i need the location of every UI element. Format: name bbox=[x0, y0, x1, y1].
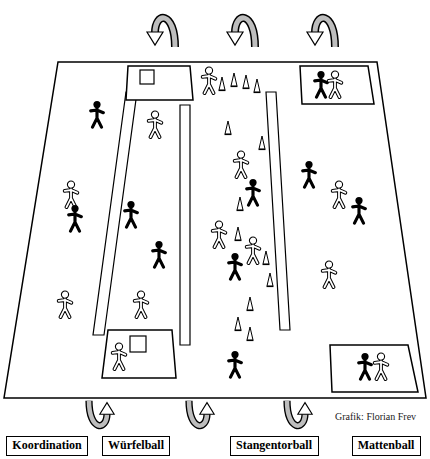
player bbox=[149, 111, 162, 137]
cone bbox=[219, 77, 226, 91]
players bbox=[59, 67, 388, 379]
player bbox=[69, 205, 82, 231]
rotation-arrow bbox=[189, 401, 214, 426]
cone bbox=[225, 121, 232, 135]
player bbox=[135, 291, 148, 317]
rotation-arrow bbox=[307, 18, 335, 47]
cone bbox=[263, 251, 270, 265]
cones bbox=[219, 73, 274, 341]
player bbox=[315, 71, 328, 97]
dice-box bbox=[130, 336, 146, 352]
rotation-arrow bbox=[287, 401, 312, 426]
player bbox=[153, 241, 166, 267]
player bbox=[91, 101, 104, 127]
station-box: Koordination bbox=[6, 436, 88, 456]
cone bbox=[267, 273, 274, 287]
station-name: Würfelball bbox=[108, 439, 164, 453]
station-name: Mattenball bbox=[358, 439, 415, 453]
player bbox=[329, 71, 342, 97]
station-name: Koordination bbox=[12, 439, 81, 453]
player bbox=[229, 253, 242, 279]
bench bbox=[93, 92, 137, 335]
player bbox=[359, 353, 372, 379]
bench bbox=[266, 92, 290, 330]
player bbox=[333, 181, 346, 207]
dice-box bbox=[140, 70, 154, 84]
mat bbox=[102, 330, 176, 378]
rotation-arrow bbox=[89, 401, 114, 426]
cone bbox=[235, 317, 242, 331]
player bbox=[235, 151, 248, 177]
cone bbox=[237, 197, 244, 211]
player bbox=[229, 351, 242, 377]
mat bbox=[126, 66, 193, 100]
station-box: Mattenball bbox=[352, 436, 421, 456]
player bbox=[59, 291, 72, 317]
rotation-arrow bbox=[147, 18, 175, 47]
benches bbox=[93, 92, 290, 345]
cone bbox=[247, 297, 254, 311]
station-name: Stangentorball bbox=[236, 439, 312, 453]
player bbox=[303, 161, 316, 187]
mat bbox=[300, 66, 374, 104]
station-box: Stangentorball bbox=[230, 436, 319, 456]
cone bbox=[254, 79, 261, 93]
rotation-arrows bbox=[89, 18, 335, 426]
cone bbox=[235, 227, 242, 241]
cone bbox=[231, 73, 238, 87]
player bbox=[323, 261, 336, 287]
station-box: Würfelball bbox=[102, 436, 170, 456]
player bbox=[113, 343, 126, 369]
gym-floor bbox=[4, 62, 426, 398]
rotation-arrow bbox=[227, 18, 255, 47]
player bbox=[353, 197, 366, 223]
player bbox=[375, 353, 388, 379]
player bbox=[125, 201, 138, 227]
mats bbox=[102, 66, 418, 392]
credit-note: Grafik: Florian Frev bbox=[334, 411, 417, 422]
bench bbox=[180, 105, 190, 345]
player bbox=[65, 181, 78, 207]
player bbox=[203, 67, 216, 93]
cone bbox=[259, 136, 266, 150]
mat bbox=[330, 345, 418, 392]
cone bbox=[247, 327, 254, 341]
player bbox=[213, 221, 226, 247]
cone bbox=[243, 75, 250, 89]
player bbox=[247, 237, 260, 263]
player bbox=[247, 179, 260, 205]
